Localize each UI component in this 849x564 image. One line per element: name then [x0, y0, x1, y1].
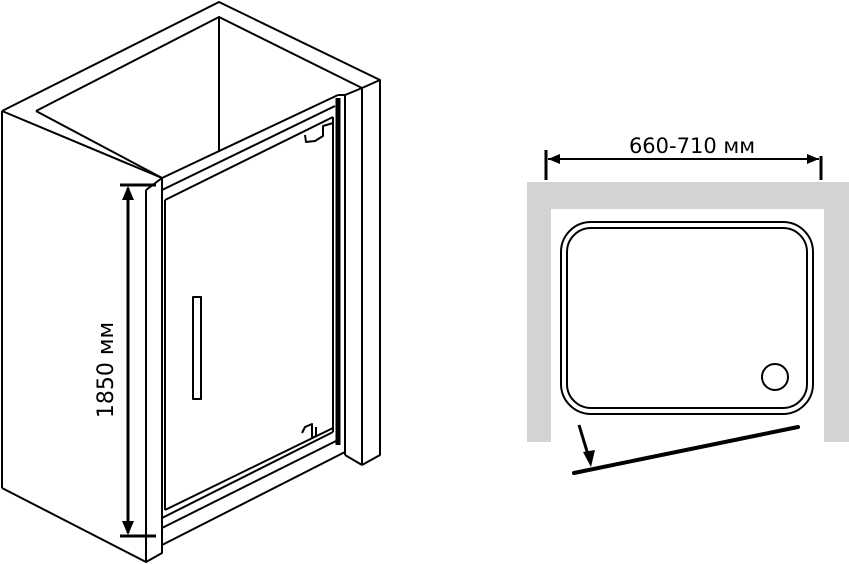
height-dimension — [120, 183, 156, 538]
width-label: 660-710 мм — [629, 134, 755, 158]
door-open-line — [572, 425, 800, 475]
swing-arrow-icon — [577, 424, 595, 467]
door-frame — [161, 94, 346, 546]
height-label: 1850 мм — [94, 322, 119, 418]
isometric-view — [1, 1, 381, 563]
right-wall — [344, 79, 381, 466]
shower-tray-outer — [560, 221, 814, 415]
door-handle — [192, 296, 202, 400]
plan-view — [527, 182, 849, 475]
wall-niche — [527, 182, 849, 442]
width-dimension — [544, 150, 823, 180]
shower-tray-inner — [566, 227, 808, 409]
left-wall — [1, 1, 381, 563]
drain-icon — [761, 363, 789, 391]
